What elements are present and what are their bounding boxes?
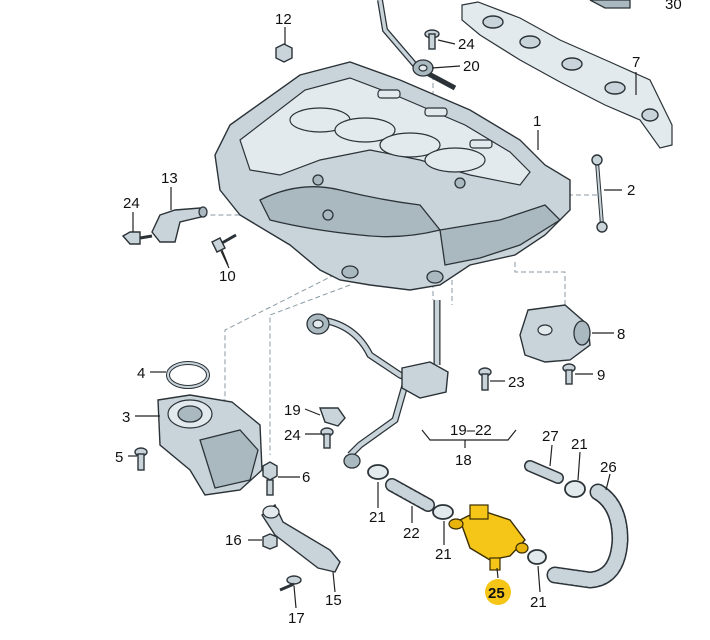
part-21-clamp-b	[432, 504, 454, 520]
part-6-bolt	[262, 461, 278, 496]
label-21-a: 21	[369, 509, 386, 526]
part-1-intake-manifold	[214, 61, 571, 291]
label-9: 9	[597, 367, 605, 384]
label-7: 7	[632, 54, 640, 71]
part-3-throttle-body	[157, 394, 263, 496]
label-6: 6	[302, 469, 310, 486]
label-21-d: 21	[571, 436, 588, 453]
part-5-bolt	[134, 447, 148, 471]
label-8: 8	[617, 326, 625, 343]
label-1: 1	[533, 113, 541, 130]
label-15: 15	[325, 592, 342, 609]
part-labels: 12 24 20 30 7 1 2 13 24 10 4 3 5 6 8 9 2…	[115, 0, 682, 627]
label-2: 2	[627, 182, 635, 199]
part-19-clamp	[319, 407, 346, 427]
part-26-hose	[546, 483, 629, 589]
part-10-bolt	[211, 233, 237, 253]
part-21-clamp-a	[367, 464, 389, 480]
part-21-clamp-c	[527, 549, 547, 565]
label-19-22: 19–22	[450, 422, 492, 439]
label-20: 20	[463, 58, 480, 75]
part-16-nut	[262, 533, 278, 550]
part-7-gasket	[461, 1, 673, 149]
label-22: 22	[403, 525, 420, 542]
part-25-badge	[485, 579, 511, 605]
part-18-vacuum-line	[306, 300, 449, 469]
label-24-left: 24	[123, 195, 140, 212]
part-24-bolt-left	[121, 231, 153, 245]
label-3: 3	[122, 409, 130, 426]
label-26: 26	[600, 459, 617, 476]
label-27: 27	[542, 428, 559, 445]
label-24-top: 24	[458, 36, 475, 53]
part-27-hose-piece	[524, 460, 564, 484]
label-18: 18	[455, 452, 472, 469]
part-23-bolt	[478, 367, 492, 391]
part-24-bolt-top	[424, 29, 440, 50]
part-2-link-rod	[591, 154, 608, 233]
part-24-bolt-lower	[320, 427, 334, 449]
part-21-clamp-d	[564, 480, 586, 498]
label-21-c: 21	[530, 594, 547, 611]
part-17-bolt	[279, 575, 302, 592]
part-9-bolt	[562, 363, 576, 385]
label-13: 13	[161, 170, 178, 187]
part-4-o-ring	[166, 361, 210, 389]
part-22-hose	[385, 478, 435, 512]
label-16: 16	[225, 532, 242, 549]
part-30-bracket	[589, 0, 631, 9]
part-20-clip	[412, 59, 434, 77]
part-12-nut	[275, 43, 293, 63]
label-5: 5	[115, 449, 123, 466]
part-15-bracket	[261, 503, 341, 573]
leader-lines	[128, 27, 637, 609]
vacuum-pipe-top	[377, 0, 457, 91]
part-8-actuator	[519, 304, 591, 363]
label-17: 17	[288, 610, 305, 627]
label-24-lower: 24	[284, 427, 301, 444]
part-25-valve-highlighted	[448, 504, 529, 571]
label-30: 30	[665, 0, 682, 13]
label-23: 23	[508, 374, 525, 391]
label-19: 19	[284, 402, 301, 419]
label-10: 10	[219, 268, 236, 285]
label-25: 25	[488, 585, 505, 602]
label-4: 4	[137, 365, 145, 382]
label-12: 12	[275, 11, 292, 28]
part-13-sensor	[151, 206, 208, 243]
label-21-b: 21	[435, 546, 452, 563]
